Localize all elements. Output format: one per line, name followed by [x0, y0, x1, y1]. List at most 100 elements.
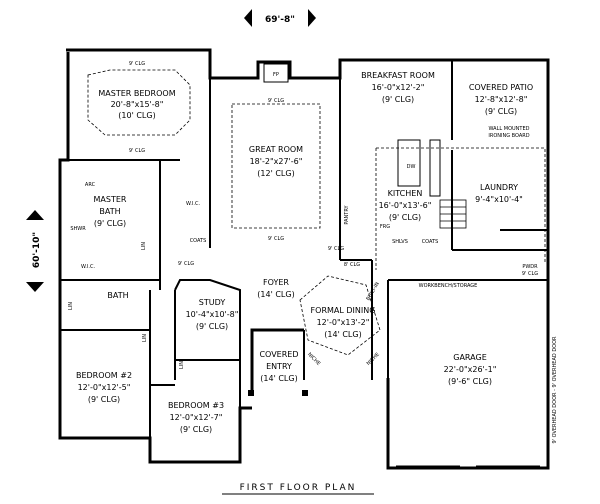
- great-room-note-top: 9' CLG: [268, 98, 284, 104]
- laundry-size: 9'-4"x10'-4": [475, 195, 523, 204]
- arc-note: ARC: [85, 182, 96, 188]
- garage-name: GARAGE: [453, 353, 487, 362]
- breakfast-room-name: BREAKFAST ROOM: [361, 71, 435, 80]
- exterior-walls: [58, 48, 550, 470]
- study-size: 10'-4"x10'-8": [186, 310, 239, 319]
- bedroom2-labels: BEDROOM #2 12'-0"x12'-5" (9' CLG): [76, 371, 132, 404]
- laundry-name: LAUNDRY: [480, 183, 518, 192]
- foyer-name: FOYER: [263, 278, 289, 287]
- workbench-note: WORKBENCH/STORAGE: [419, 283, 478, 289]
- coats-great-note: COATS: [190, 238, 207, 244]
- covered-entry-clg: (14' CLG): [260, 374, 297, 383]
- covered-entry-labels: COVERED ENTRY (14' CLG): [259, 350, 298, 383]
- niche1-note: NICHE: [306, 352, 321, 367]
- bedroom2-size: 12'-0"x12'-5": [78, 383, 131, 392]
- bedroom3-name: BEDROOM #3: [168, 401, 224, 410]
- lin2-note: LIN: [142, 334, 148, 342]
- great-room-clg: (12' CLG): [257, 169, 294, 178]
- lin1-note: LIN: [141, 242, 147, 250]
- ceiling-outlines: [87, 69, 546, 356]
- garage-labels: GARAGE 22'-0"x26'-1" (9'-6" CLG): [444, 353, 497, 386]
- bath-label: BATH: [107, 291, 128, 300]
- great-room-size: 18'-2"x27'-6": [250, 157, 303, 166]
- master-bath-name-line2: BATH: [99, 207, 120, 216]
- garage-door-note: 9' OVERHEAD DOOR - 9' OVERHEAD DOOR: [552, 336, 558, 444]
- master-bedroom-note-bottom: 9' CLG: [129, 148, 145, 154]
- kitchen-island: [397, 139, 421, 187]
- master-bedroom-note-top: 9' CLG: [129, 61, 145, 67]
- covered-entry-line1: COVERED: [259, 350, 298, 359]
- formal-dining-size: 12'-0"x13'-2": [317, 318, 370, 327]
- master-bath-labels: MASTER BATH (9' CLG): [94, 195, 127, 228]
- master-bedroom-size: 20'-8"x15'-8": [111, 100, 164, 109]
- ironing-note-line2: IRONING BOARD: [488, 133, 529, 139]
- bedroom3-size: 12'-0"x12'-7": [170, 413, 223, 422]
- wic-master-label: W.I.C.: [186, 201, 201, 207]
- study-clg: (9' CLG): [196, 322, 228, 331]
- master-bedroom-labels: 9' CLG MASTER BEDROOM 20'-8"x15'-8" (10'…: [98, 61, 175, 154]
- master-bath-clg: (9' CLG): [94, 219, 126, 228]
- lin3-note: LIN: [179, 361, 185, 369]
- master-bedroom-clg: (10' CLG): [118, 111, 155, 120]
- shwr-note: SHWR: [70, 226, 86, 232]
- fireplace: [263, 63, 289, 83]
- pantry-note: PANTRY: [344, 204, 350, 224]
- stair: [439, 199, 467, 229]
- breakfast-room-clg: (9' CLG): [382, 95, 414, 104]
- study-name: STUDY: [199, 298, 226, 307]
- clg-foyer-side: 9' CLG: [328, 246, 344, 252]
- entry-column-left: [248, 390, 254, 396]
- lin-vert-note: LIN: [68, 302, 74, 310]
- dw-note: DW: [407, 164, 416, 170]
- covered-patio-name: COVERED PATIO: [469, 83, 533, 92]
- garage-clg: (9'-6" CLG): [448, 377, 492, 386]
- study-labels: STUDY 10'-4"x10'-8" (9' CLG): [186, 298, 239, 331]
- bedroom2-clg: (9' CLG): [88, 395, 120, 404]
- bedroom3-clg: (9' CLG): [180, 425, 212, 434]
- foyer-labels: FOYER (14' CLG): [257, 278, 294, 299]
- kitchen-name: KITCHEN: [388, 189, 423, 198]
- covered-entry-line2: ENTRY: [266, 362, 292, 371]
- covered-patio-clg: (9' CLG): [485, 107, 517, 116]
- coats-kitchen-note: COATS: [422, 239, 439, 245]
- niche2-note: NICHE: [366, 352, 381, 367]
- bedroom2-name: BEDROOM #2: [76, 371, 132, 380]
- width-dimension: 69'-8": [244, 9, 316, 27]
- great-room-name: GREAT ROOM: [249, 145, 303, 154]
- kitchen-counter: [429, 139, 441, 197]
- covered-patio-size: 12'-8"x12'-8": [475, 95, 528, 104]
- breakfast-room-size: 16'-0"x12'-2": [372, 83, 425, 92]
- plan-title: FIRST FLOOR PLAN: [240, 483, 357, 493]
- garage-size: 22'-0"x26'-1": [444, 365, 497, 374]
- pwdr-note: PWDR: [522, 264, 538, 270]
- great-room-note-bottom: 9' CLG: [268, 236, 284, 242]
- ironing-note-line1: WALL MOUNTED: [489, 126, 530, 132]
- bedroom3-labels: BEDROOM #3 12'-0"x12'-7" (9' CLG): [168, 401, 224, 434]
- laundry-labels: LAUNDRY 9'-4"x10'-4": [475, 183, 523, 204]
- master-bath-name-line1: MASTER: [94, 195, 127, 204]
- frg-note: FRG: [380, 224, 390, 230]
- clg-kitchen-side: 8' CLG: [344, 262, 360, 268]
- master-bedroom-name: MASTER BEDROOM: [98, 89, 175, 98]
- depth-dimension-label: 60'-10": [32, 232, 42, 268]
- entry-column-right: [302, 390, 308, 396]
- wic-bath-label: W.I.C.: [81, 264, 96, 270]
- interior-walls: [60, 60, 548, 438]
- covered-patio-labels: COVERED PATIO 12'-8"x12'-8" (9' CLG): [469, 83, 533, 116]
- formal-dining-labels: FORMAL DINING 12'-0"x13'-2" (14' CLG): [311, 306, 376, 339]
- clg-great-side: 9' CLG: [178, 261, 194, 267]
- foyer-clg: (14' CLG): [257, 290, 294, 299]
- formal-dining-clg: (14' CLG): [324, 330, 361, 339]
- breakfast-room-labels: BREAKFAST ROOM 16'-0"x12'-2" (9' CLG): [361, 71, 435, 104]
- width-dimension-label: 69'-8": [265, 15, 295, 25]
- kitchen-size: 16'-0"x13'-6": [379, 201, 432, 210]
- kitchen-labels: KITCHEN 16'-0"x13'-6" (9' CLG): [379, 189, 432, 222]
- kitchen-clg: (9' CLG): [389, 213, 421, 222]
- pwdr-clg-note: 9' CLG: [522, 271, 538, 277]
- ironing-note: WALL MOUNTED IRONING BOARD: [488, 126, 529, 139]
- formal-dining-name: FORMAL DINING: [311, 306, 376, 315]
- shlvs-note: SHLVS: [392, 239, 408, 245]
- fireplace-label: FP: [273, 72, 279, 78]
- great-room-labels: 9' CLG GREAT ROOM 18'-2"x27'-6" (12' CLG…: [249, 98, 303, 242]
